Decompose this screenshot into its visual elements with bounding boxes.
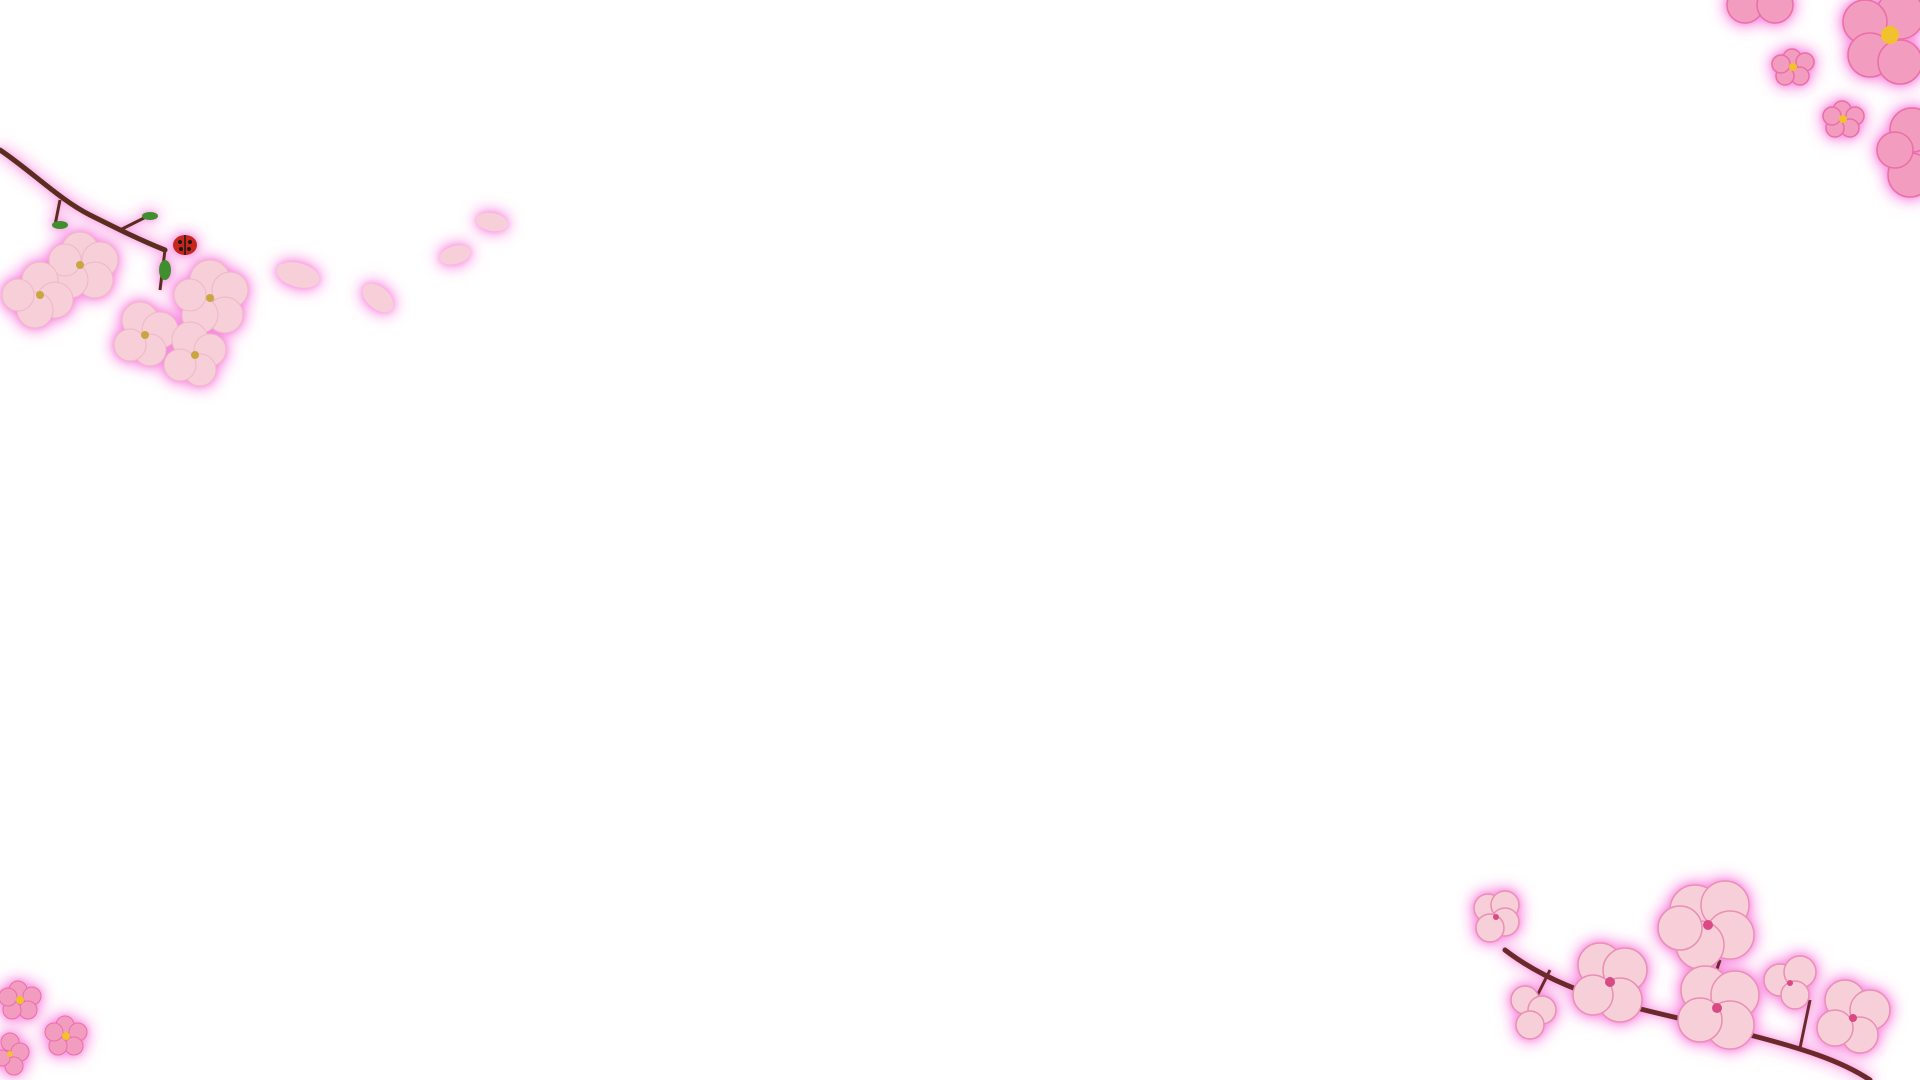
blossom-cluster-top-right-icon <box>1726 0 1920 198</box>
falling-petals-icon <box>276 212 508 313</box>
ladybug-icon <box>173 235 197 255</box>
cherry-branch-top-left-icon <box>0 147 249 387</box>
cherry-branch-bottom-right-icon <box>1473 880 1891 1080</box>
blossoms-bottom-left-icon <box>0 980 88 1076</box>
